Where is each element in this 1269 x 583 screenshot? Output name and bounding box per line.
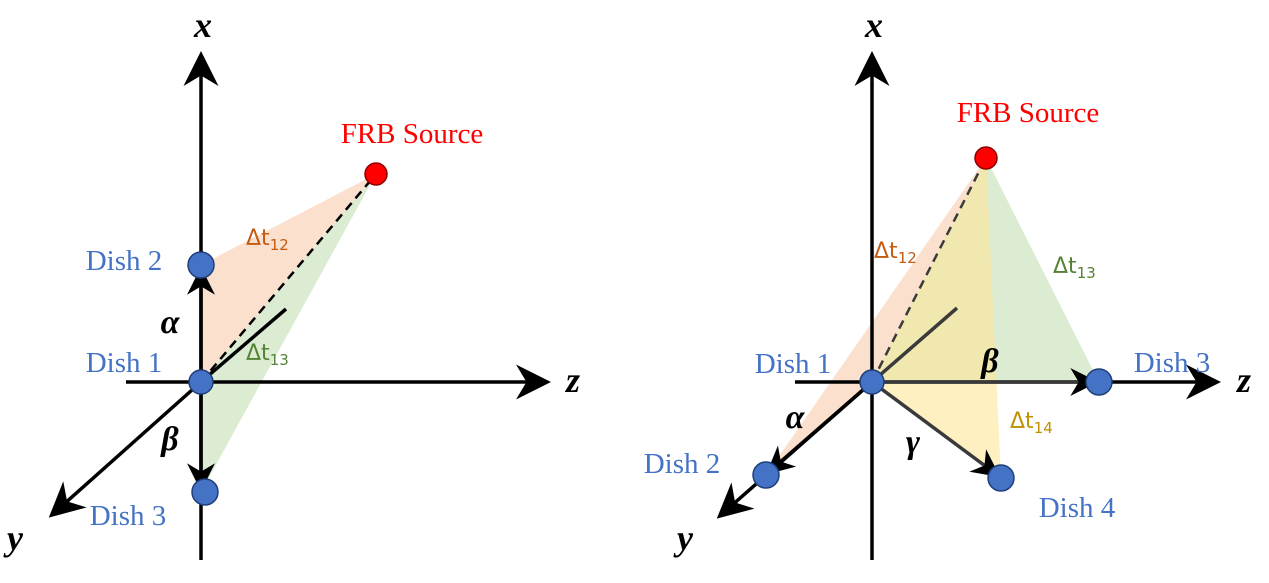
right-dt13-base: Δt (1053, 254, 1077, 279)
right-dish-3-marker (1085, 368, 1113, 396)
right-dt14-label: Δt14 (1010, 409, 1053, 437)
left-dt12-sub: 12 (270, 236, 289, 254)
right-dish-4-marker (987, 464, 1015, 492)
right-x-axis-label: x (864, 5, 883, 45)
left-dish-1-marker (188, 369, 214, 395)
right-dt12-sub: 12 (898, 249, 917, 267)
right-diagonal-line (870, 306, 959, 384)
right-alpha-label: α (786, 399, 806, 436)
right-dish-1-marker (859, 369, 885, 395)
left-dish-2-label: Dish 2 (86, 245, 163, 277)
left-plane-dish1-dish3-source (201, 174, 376, 492)
left-x-axis-label: x (193, 5, 212, 45)
right-panel: x z y FRB Source Dish 1 Dish 3 Dish 2 Di… (644, 5, 1251, 560)
right-dish-3-label: Dish 3 (1134, 347, 1211, 379)
right-plane-dish1-dish2-source (766, 158, 986, 475)
left-dt13-sub: 13 (270, 351, 289, 369)
right-plane-dish1-dish4-source (872, 158, 1001, 478)
left-dish-2-marker (187, 251, 215, 279)
left-dish-3-marker (191, 478, 219, 506)
right-y-axis-label: y (673, 518, 694, 558)
left-dt12-base: Δt (246, 226, 270, 251)
left-source-dashed-line (200, 173, 377, 383)
right-dish-1-label: Dish 1 (755, 348, 832, 380)
left-beta-label: β (159, 421, 179, 458)
right-dt14-sub: 14 (1034, 419, 1053, 437)
right-dt13-label: Δt13 (1053, 254, 1096, 282)
left-y-axis-label: y (3, 518, 24, 558)
right-baseline-dish1-dish2 (766, 380, 874, 475)
right-dt14-base: Δt (1010, 409, 1034, 434)
right-dish-2-label: Dish 2 (644, 448, 721, 480)
right-source-dashed-line (870, 157, 988, 383)
left-diagonal-line (199, 307, 288, 384)
right-baseline-dish1-dish4 (870, 380, 1001, 478)
right-gamma-label: γ (906, 424, 921, 461)
right-beta-label: β (979, 343, 999, 380)
right-dish-4-label: Dish 4 (1039, 492, 1116, 524)
right-dt12-base: Δt (874, 239, 898, 264)
left-dish-3-label: Dish 3 (90, 500, 167, 532)
left-dt12-label: Δt12 (246, 226, 289, 254)
left-dt13-label: Δt13 (246, 341, 289, 369)
left-source-label: FRB Source (341, 118, 484, 150)
left-z-axis-label: z (564, 360, 580, 400)
left-y-axis (48, 380, 203, 518)
right-dt12-label: Δt12 (874, 239, 917, 267)
right-source-label: FRB Source (957, 97, 1100, 129)
left-panel: x z y FRB Source Dish 2 Dish 1 Dish 3 α … (3, 5, 580, 560)
left-alpha-label: α (161, 304, 181, 341)
left-dt13-base: Δt (246, 341, 270, 366)
left-source-marker (364, 162, 388, 186)
right-source-marker (974, 146, 998, 170)
right-dt13-sub: 13 (1077, 264, 1096, 282)
left-dish-1-label: Dish 1 (86, 347, 163, 379)
right-dish-2-marker (752, 461, 780, 489)
right-z-axis-label: z (1235, 360, 1251, 400)
